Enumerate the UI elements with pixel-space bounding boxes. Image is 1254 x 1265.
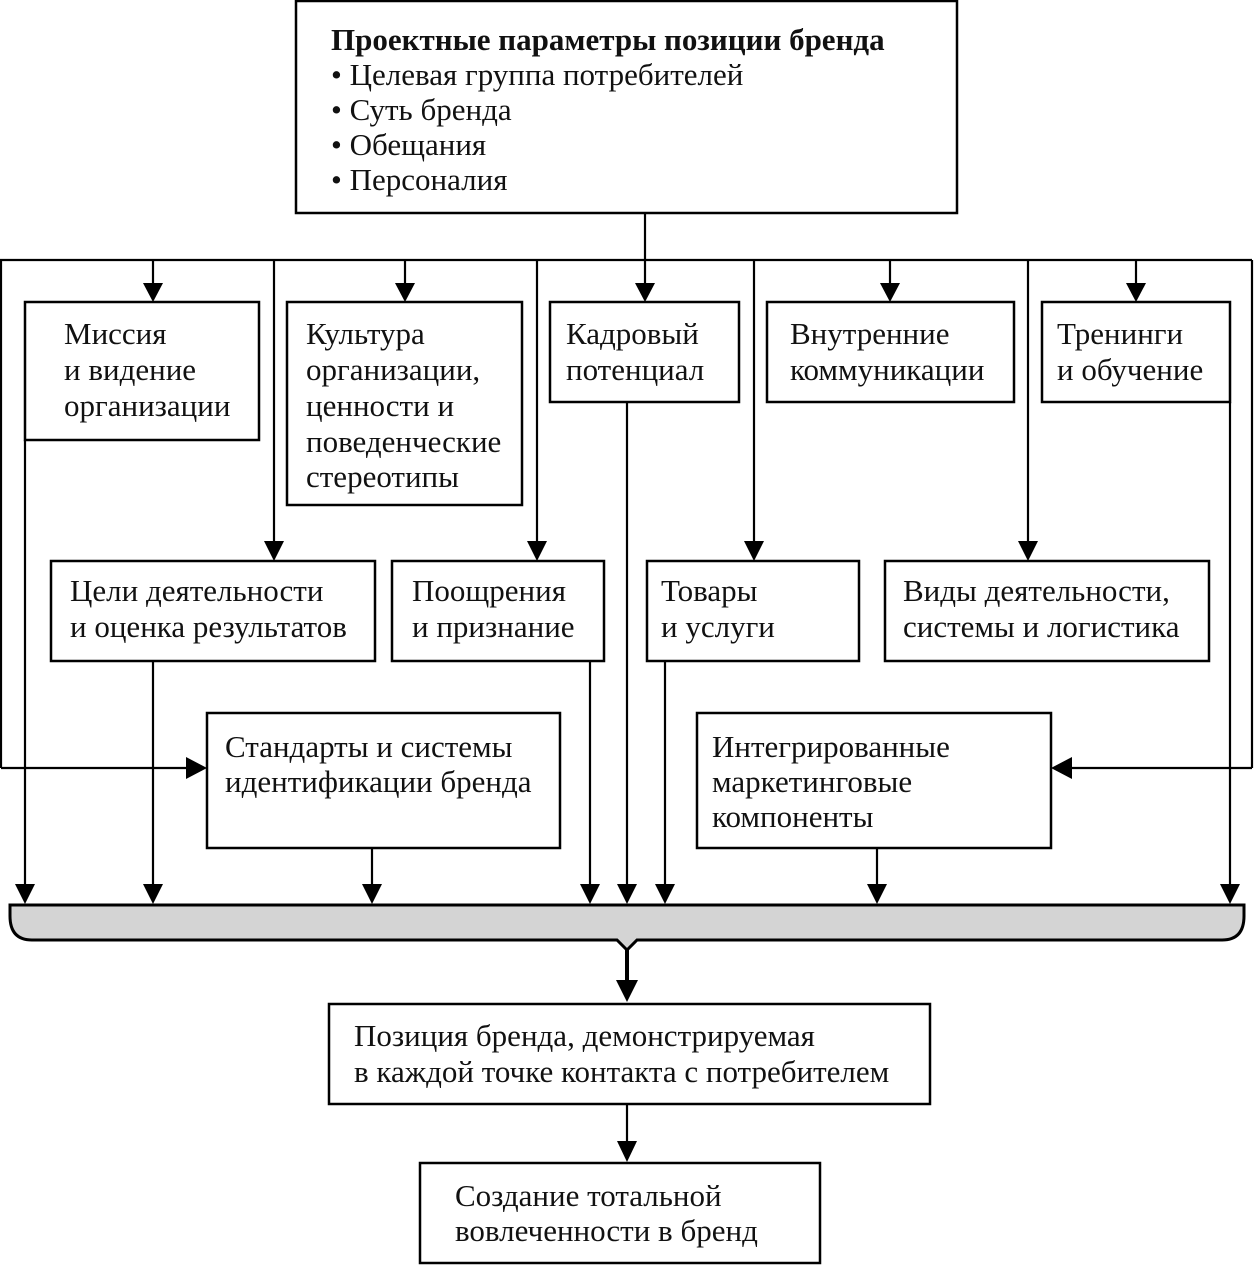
arrow-mission [143,283,163,302]
box-culture-line: стереотипы [306,459,459,494]
box-staff-frame [548,300,741,404]
box-brand-position: Позиция бренда, демонстрируемая в каждой… [327,1002,932,1106]
arrow-bus-4 [580,884,600,904]
box-standards-frame [205,711,562,850]
box-activities-line: Виды деятельности, [903,573,1170,608]
box-products: Товары и услуги [645,559,861,663]
arrow-bus-6 [655,884,675,904]
collector-bar [8,903,1246,953]
box-products-line: Товары [661,573,758,608]
arrowheads [15,283,1240,1162]
box-staff-line: потенциал [566,352,704,387]
box-staff: Кадровый потенциал [548,300,741,404]
box-brand-position-frame [327,1002,932,1106]
box-goals-line: и оценка результатов [70,609,347,644]
box-mission-line: и видение [64,352,196,387]
box-total-engagement-frame [418,1161,822,1265]
box-total-engagement: Создание тотальной вовлеченности в бренд [418,1161,822,1265]
box-standards-line: идентификации бренда [225,764,532,799]
box-comms: Внутренние коммуникации [765,300,1016,404]
box-mission-frame [23,300,261,442]
design-parameters-bullet: • Целевая группа потребителей [331,57,743,92]
box-rewards-line: Поощрения [412,573,566,608]
box-brand-position-line: Позиция бренда, демонстрируемая [354,1018,815,1053]
box-rewards-line: и признание [412,609,575,644]
box-design-parameters: Проектные параметры позиции бренда • Цел… [294,0,959,215]
box-comms-frame [765,300,1016,404]
box-mission-line: организации [64,388,230,423]
box-marketing: Интегрированные маркетинговые компоненты [695,711,1053,850]
box-total-engagement-line: Создание тотальной [455,1178,722,1213]
design-parameters-title: Проектные параметры позиции бренда [331,22,885,57]
arrow-rewards [527,541,547,561]
arrow-bus-1 [15,884,35,904]
box-marketing-line: Интегрированные [712,729,950,764]
box-comms-line: Внутренние [790,316,949,351]
box-goals-line: Цели деятельности [70,573,323,608]
arrow-total [617,1141,637,1162]
design-parameters-bullet: • Обещания [331,127,486,162]
box-activities-frame [883,559,1211,663]
box-activities: Виды деятельности, системы и логистика [883,559,1211,663]
box-mission-line: Миссия [64,316,167,351]
box-activities-line: системы и логистика [903,609,1180,644]
box-products-line: и услуги [661,609,775,644]
arrow-goals [264,541,284,561]
box-goals-frame [49,559,377,663]
arrow-marketing [1051,757,1072,779]
design-parameters-bullet: • Персоналия [331,162,507,197]
box-marketing-line: компоненты [712,799,874,834]
arrow-culture [395,283,415,302]
box-training-line: и обучение [1057,352,1203,387]
box-marketing-frame [695,711,1053,850]
arrow-bus-2 [143,884,163,904]
arrow-bus-8 [1220,884,1240,904]
box-goals: Цели деятельности и оценка результатов [49,559,377,663]
arrow-training [1126,283,1146,302]
design-parameters-bullet: • Суть бренда [331,92,512,127]
box-products-frame [645,559,861,663]
box-standards: Стандарты и системы идентификации бренда [205,711,562,850]
box-comms-line: коммуникации [790,352,984,387]
box-culture-line: организации, [306,352,480,387]
box-culture-line: Культура [306,316,425,351]
arrow-bus-7 [867,884,887,904]
box-training-frame [1040,300,1232,404]
arrow-position [616,980,638,1002]
box-culture: Культура организации, ценности и поведен… [285,300,524,507]
box-culture-frame [285,300,524,507]
arrow-standards [186,757,207,779]
arrow-activities [1018,541,1038,561]
box-design-parameters-frame [294,0,959,215]
box-marketing-line: маркетинговые [712,764,912,799]
box-training-line: Тренинги [1057,316,1183,351]
box-training: Тренинги и обучение [1040,300,1232,404]
arrow-staff [635,283,655,302]
box-staff-line: Кадровый [566,316,699,351]
box-brand-position-line: в каждой точке контакта с потребителем [354,1054,889,1089]
box-culture-line: поведенческие [306,424,501,459]
box-standards-line: Стандарты и системы [225,729,513,764]
connectors [0,213,1254,1144]
box-rewards-frame [390,559,606,663]
box-rewards: Поощрения и признание [390,559,606,663]
box-culture-line: ценности и [306,388,454,423]
arrow-products [744,541,764,561]
arrow-bus-3 [362,884,382,904]
arrow-bus-5 [617,884,637,904]
box-mission: Миссия и видение организации [23,300,261,442]
box-total-engagement-line: вовлеченности в бренд [455,1213,758,1248]
arrow-comms [880,283,900,302]
